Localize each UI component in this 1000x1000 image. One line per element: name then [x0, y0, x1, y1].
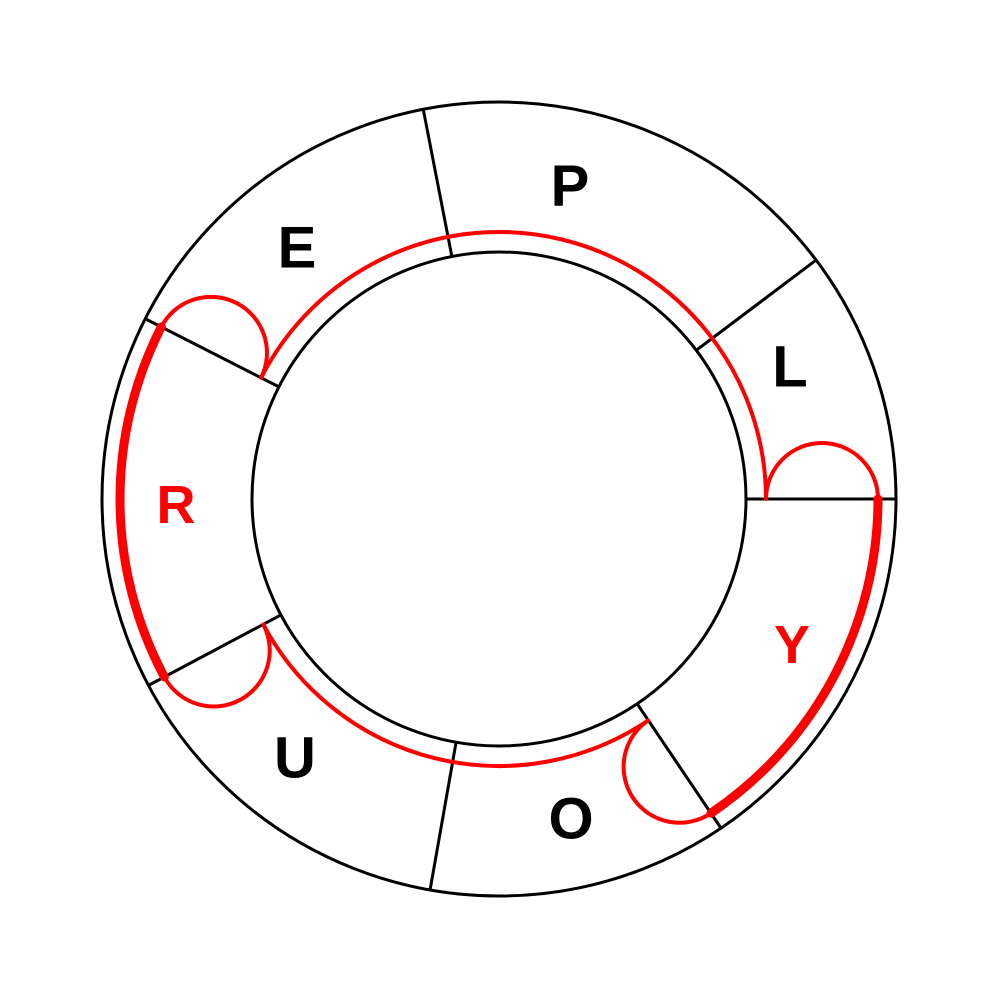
red-thick-segment-r	[115, 322, 169, 682]
sector-divider-p-l	[695, 258, 817, 352]
sector-label-e: E	[278, 216, 317, 281]
sector-divider-y-o	[635, 702, 723, 829]
sector-labels-group: P L Y O U R E	[157, 154, 811, 852]
sector-dividers-group	[144, 109, 896, 891]
red-closed-curve	[118, 230, 880, 825]
black-inner-circle	[250, 250, 748, 748]
sector-divider-u-r	[147, 613, 282, 687]
sector-label-u: U	[274, 726, 316, 791]
sector-label-l: L	[772, 335, 807, 400]
sector-divider-e-p	[421, 109, 454, 257]
sector-label-p: P	[551, 154, 590, 219]
red-thick-segment-y	[706, 494, 883, 818]
sector-label-y: Y	[774, 615, 810, 675]
sector-divider-r-e	[144, 317, 280, 389]
sector-label-o: O	[548, 787, 593, 852]
red-traversal-curve-group	[115, 230, 883, 825]
sector-label-r: R	[157, 475, 196, 535]
sector-divider-o-u	[428, 741, 458, 891]
